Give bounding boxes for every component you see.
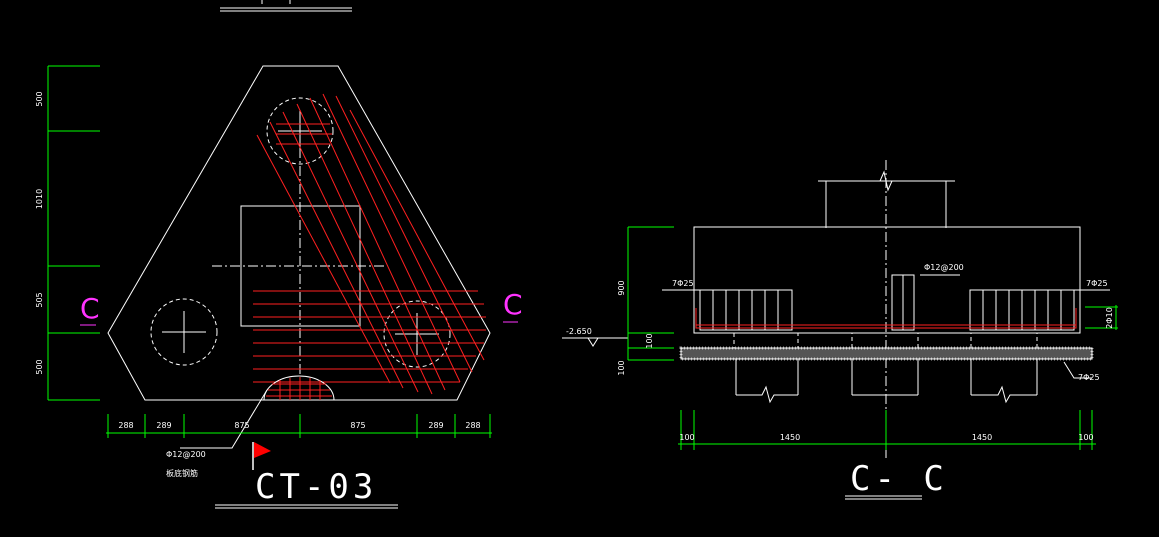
stirrups-mid bbox=[891, 274, 915, 331]
section-mark-left: C bbox=[80, 292, 100, 325]
svg-text:100: 100 bbox=[1078, 433, 1093, 442]
top-title-fragment bbox=[220, 0, 352, 12]
svg-text:288: 288 bbox=[118, 421, 133, 430]
pile-left bbox=[150, 298, 218, 366]
section-label-bottom-right: 7Φ25 bbox=[1078, 373, 1100, 382]
plan-vertical-dimensions: 500 1010 505 500 bbox=[35, 65, 100, 401]
svg-text:500: 500 bbox=[35, 91, 44, 106]
blinding-layer bbox=[680, 347, 1093, 360]
section-right-dimension: 2Φ10 bbox=[1085, 305, 1118, 330]
section-label-top-left: 7Φ25 bbox=[672, 279, 694, 288]
svg-text:1010: 1010 bbox=[35, 189, 44, 209]
svg-text:875: 875 bbox=[234, 421, 249, 430]
pile-cap-outline bbox=[107, 65, 491, 401]
section-label-mid: Φ12@200 bbox=[924, 263, 964, 272]
plan-view: Φ12@200 板底钢筋 CT-03 C C 500 1010 505 500 bbox=[35, 65, 523, 509]
pile-right bbox=[383, 300, 451, 368]
svg-text:-2.650: -2.650 bbox=[566, 327, 592, 336]
svg-text:289: 289 bbox=[156, 421, 171, 430]
section-piles bbox=[733, 332, 1038, 404]
diagonal-rebars bbox=[256, 93, 485, 395]
section-bottom-dimensions: 100 1450 1450 100 bbox=[678, 410, 1096, 450]
svg-text:289: 289 bbox=[428, 421, 443, 430]
section-mark-right: C bbox=[503, 288, 523, 321]
svg-text:100: 100 bbox=[679, 433, 694, 442]
svg-text:100: 100 bbox=[617, 360, 626, 375]
section-view: -2.650 7Φ25 7Φ25 Φ12@200 7Φ25 2Φ10 900 1… bbox=[562, 160, 1118, 500]
elevation-marker: -2.650 bbox=[562, 327, 628, 347]
svg-text:1450: 1450 bbox=[780, 433, 800, 442]
svg-text:875: 875 bbox=[350, 421, 365, 430]
svg-text:288: 288 bbox=[465, 421, 480, 430]
section-label-top-right: 7Φ25 bbox=[1086, 279, 1108, 288]
plan-rebar-label: Φ12@200 bbox=[166, 450, 206, 459]
pile-top bbox=[266, 97, 334, 165]
horizontal-rebars bbox=[253, 290, 486, 383]
svg-text:500: 500 bbox=[35, 359, 44, 374]
plan-title: CT-03 bbox=[255, 467, 377, 507]
stirrups-right bbox=[969, 289, 1075, 331]
plan-horizontal-dimensions: 288 289 875 875 289 288 bbox=[106, 414, 492, 438]
flag-icon bbox=[252, 442, 271, 470]
section-title: C- C bbox=[850, 459, 948, 499]
section-bottom-rebar bbox=[695, 308, 1077, 329]
section-left-dimensions: 900 100 100 bbox=[617, 226, 674, 376]
svg-text:2Φ10: 2Φ10 bbox=[1105, 307, 1114, 329]
stirrups-left bbox=[699, 289, 793, 331]
plan-rebar-note: 板底钢筋 bbox=[166, 468, 198, 478]
bottom-rebar-detail bbox=[263, 375, 335, 401]
svg-text:100: 100 bbox=[645, 333, 654, 348]
svg-text:505: 505 bbox=[35, 292, 44, 307]
svg-text:1450: 1450 bbox=[972, 433, 992, 442]
svg-text:900: 900 bbox=[617, 280, 626, 295]
top-short-rebars bbox=[276, 123, 332, 145]
